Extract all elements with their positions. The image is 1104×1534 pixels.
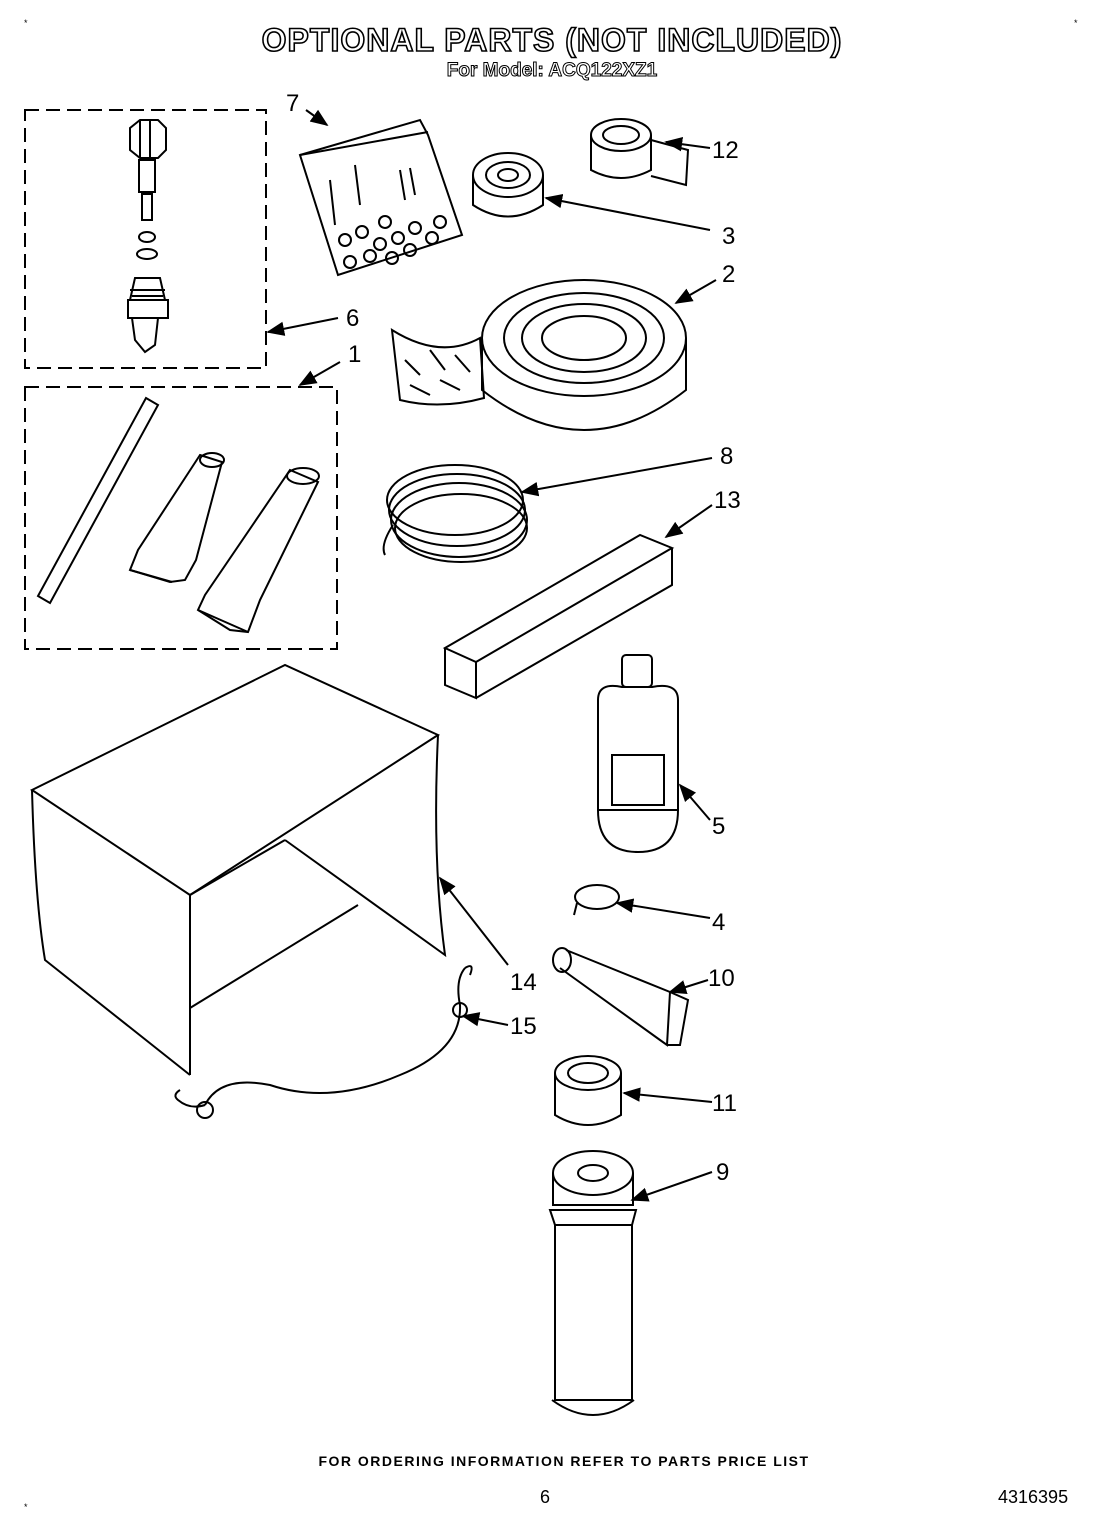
page-number: 6	[540, 1487, 551, 1507]
sealant-kit-drawing	[24, 386, 338, 650]
callout-11: 11	[712, 1090, 737, 1117]
callout-9: 9	[716, 1159, 729, 1186]
ordering-note: FOR ORDERING INFORMATION REFER TO PARTS …	[318, 1453, 810, 1469]
corner-mark-bottom-left: *	[24, 1502, 28, 1512]
leader-arrows	[266, 109, 717, 1202]
unit-cover-drawing	[30, 663, 447, 1076]
fitting-kit-drawing	[24, 109, 267, 369]
callout-1: 1	[348, 341, 361, 368]
corner-mark-top-left: *	[24, 18, 28, 28]
callout-12: 12	[712, 137, 739, 164]
foil-tape-drawing	[590, 118, 690, 187]
callout-6: 6	[346, 305, 359, 332]
callout-8: 8	[720, 443, 733, 470]
cleaner-bottle-drawing	[597, 654, 679, 854]
callout-labels: 1 2 3 4 5 6 7 8 9 10 11 12 13 14 15	[286, 90, 741, 1186]
callout-3: 3	[722, 223, 735, 250]
sealing-tape-roll-drawing	[554, 1055, 622, 1126]
callout-7: 7	[286, 90, 299, 117]
aerosol-can-drawing	[548, 1150, 638, 1416]
cover-cord-drawing	[174, 965, 473, 1119]
plug-drawing	[573, 884, 620, 916]
callout-10: 10	[708, 965, 735, 992]
callout-5: 5	[712, 813, 725, 840]
drain-hose-coil-drawing	[390, 279, 687, 431]
callout-2: 2	[722, 261, 735, 288]
hardware-bag-drawing	[298, 118, 464, 277]
callout-13: 13	[714, 487, 741, 514]
document-number: 4316395	[998, 1487, 1069, 1507]
page-title: OPTIONAL PARTS (NOT INCLUDED)	[261, 21, 843, 59]
grease-tube-drawing	[552, 947, 690, 1047]
corner-mark-top-right: *	[1074, 18, 1078, 28]
insulation-tape-drawing	[472, 152, 544, 218]
callout-14: 14	[510, 969, 537, 996]
wire-coil-drawing	[382, 464, 528, 563]
callout-4: 4	[712, 909, 725, 936]
callout-15: 15	[510, 1013, 537, 1040]
model-subtitle: For Model: ACQ122XZ1	[446, 60, 658, 82]
foam-seal-strip-drawing	[442, 533, 675, 700]
